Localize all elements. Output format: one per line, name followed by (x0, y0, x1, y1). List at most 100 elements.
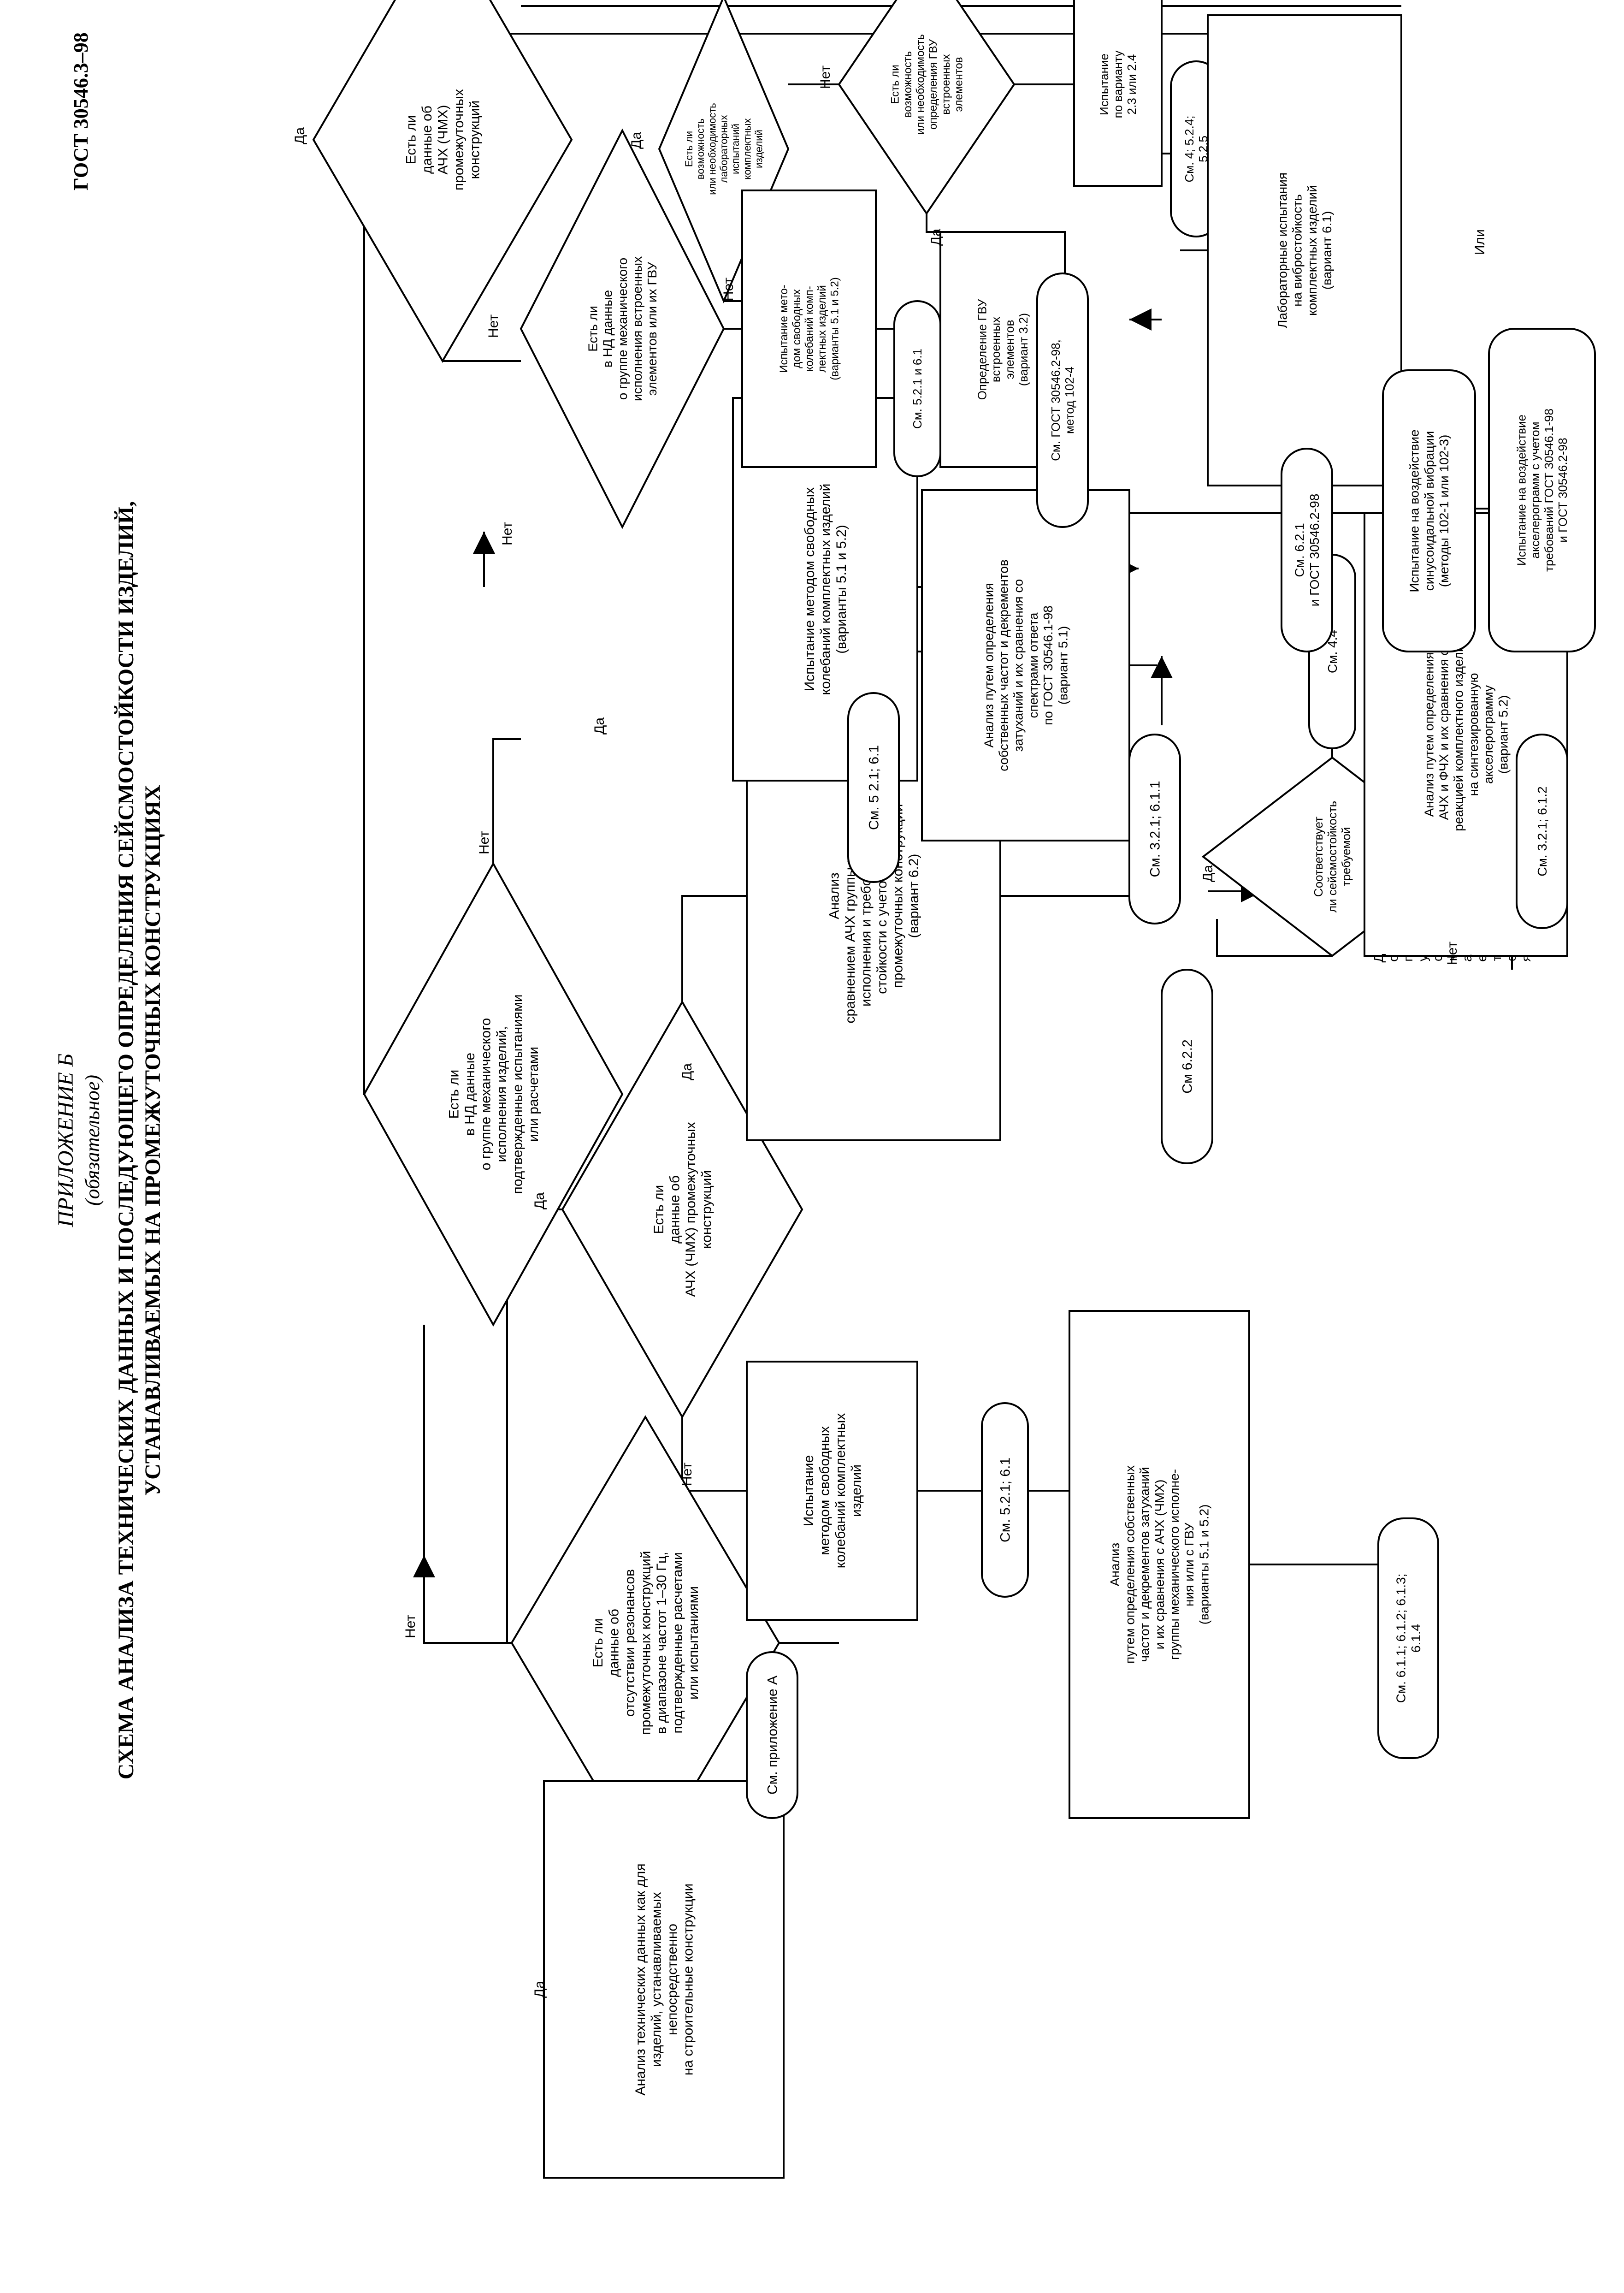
label-no: Нет (1445, 942, 1460, 965)
node-label: Есть лиданные оботсутствии резонансовпро… (591, 1551, 701, 1735)
node-o-622: См 6.2.2 (1161, 969, 1213, 1164)
node-o-321-611: См. 3.2.1; 6.1.1 (1128, 734, 1181, 924)
connector-line (681, 895, 747, 1002)
node-d-nd-group: Есть лив НД данныео группе механического… (363, 861, 624, 1327)
rounded-outline (746, 1651, 798, 1819)
label-no: Нет (486, 314, 501, 338)
node-d-resonance: Есть лиданные оботсутствии резонансовпро… (510, 1415, 780, 1871)
node-b-analysis-spectra: Анализ путем определениясобственных част… (921, 489, 1130, 841)
node-d-nd-builtin: Есть лив НД данныео группе механического… (520, 128, 725, 529)
rect-outline (741, 190, 877, 468)
connector-line (1216, 919, 1332, 957)
node-label: Есть лиданные обАЧХ (ЧМХ) промежуточныхк… (651, 1122, 715, 1297)
node-label: См. 5 2.1; 6.1 (867, 745, 882, 830)
node-o-sin: Испытание на воздействиесинусоидальной в… (1382, 369, 1476, 652)
label-no: Нет (403, 1615, 418, 1638)
rounded-outline (1128, 734, 1181, 924)
node-label: Есть ливозможностьили необходимостьлабор… (683, 103, 765, 195)
node-label: Анализ путем определенияАЧХ и ФЧХ и их с… (1422, 638, 1510, 831)
node-label: Есть лив НД данныео группе механического… (585, 256, 659, 401)
node-o-521-61-c: См. 5.2.1 и 6.1 (893, 300, 941, 477)
node-label: См. 6.2.1и ГОСТ 30546.2-98 (1293, 494, 1322, 607)
label-no: Нет (721, 278, 736, 301)
label-yes: Да (532, 1192, 547, 1209)
connector-line (423, 1325, 512, 1644)
node-label: Испытание на воздействиесинусоидальной в… (1407, 429, 1451, 592)
node-d-gvu-possible: Есть ливозможностьили необходимостьопред… (838, 0, 1016, 215)
rounded-outline (1036, 273, 1089, 528)
diamond-outline (363, 861, 624, 1327)
rounded-outline (981, 1402, 1029, 1598)
node-b-analysis-damping: Анализпутем определения собственныхчасто… (1069, 1310, 1250, 1819)
label-yes: Да (292, 127, 307, 144)
node-label: См. 5.2.1 и 6.1 (910, 349, 924, 429)
node-label: См 6.2.2 (1180, 1039, 1195, 1093)
rect-outline (543, 1780, 785, 2179)
node-o-appA: См. приложение А (746, 1651, 798, 1819)
node-label: Анализ путем определениясобственных част… (981, 559, 1070, 771)
node-label: См. 6.1.1; 6.1.2; 6.1.3;6.1.4 (1394, 1574, 1423, 1703)
node-label: Определение ГВУвстроенныхэлементов(вариа… (975, 299, 1030, 400)
connector-labels: ДаНетНетДаДаНетНетДаДаНетДаНетНетДаДаНет… (292, 65, 1533, 1998)
label-no: Нет (818, 65, 833, 89)
node-label: Испытание на воздействиеакселерограмм с … (1514, 409, 1570, 572)
node-label: Лабораторные испытанияна вибростойкостьк… (1276, 172, 1335, 328)
node-label: См. 3.2.1; 6.1.2 (1535, 786, 1549, 876)
node-label: Соответствуетли сейсмостойкостьтребуемой (1311, 801, 1353, 912)
rounded-outline (1488, 328, 1596, 652)
node-o-accel: Испытание на воздействиеакселерограмм с … (1488, 328, 1596, 652)
label-no: Нет (477, 831, 492, 854)
flowchart-nodes: Есть лиданные оботсутствии резонансовпро… (312, 0, 1596, 2179)
node-o-621-gost: См. 6.2.1и ГОСТ 30546.2-98 (1281, 448, 1333, 652)
node-label: См. 5.2.1; 6.1 (998, 1458, 1013, 1542)
rect-outline (746, 1361, 918, 1621)
diamond-outline (520, 128, 725, 529)
label-yes: Да (928, 229, 944, 246)
rounded-outline (847, 692, 900, 883)
label-yes: Да (1200, 865, 1216, 882)
label-no: Нет (500, 522, 515, 545)
node-label: См. приложение А (765, 1676, 780, 1795)
connector-line (492, 738, 521, 864)
node-d-achx: Есть лиданные обАЧХ (ЧМХ) промежуточныхк… (561, 1000, 803, 1419)
rounded-outline (1377, 1517, 1439, 1759)
rounded-outline (1516, 734, 1568, 929)
node-label: Анализпутем определения собственныхчасто… (1108, 1465, 1211, 1664)
label-yes: Да (592, 717, 607, 735)
node-b-gvu: Определение ГВУвстроенныхэлементов(вариа… (939, 231, 1066, 468)
node-b-analysis-direct: Анализ технических данных как дляизделий… (543, 1780, 785, 2179)
node-b-test-free3: Испытание мето-дом свободныхколебаний ко… (741, 190, 877, 468)
label-yes: Да (679, 1063, 695, 1080)
label-allowed: Допускается (1371, 954, 1533, 962)
node-o-521-61-a: См. 5.2.1; 6.1 (981, 1402, 1029, 1598)
node-label: См. ГОСТ 30546.2-98,метод 102-4 (1049, 339, 1076, 461)
node-label: Испытание методом свободныхколебаний ком… (802, 484, 849, 695)
diamond-outline (838, 0, 1016, 215)
node-label: См. 3.2.1; 6.1.1 (1148, 781, 1163, 877)
node-label: Есть ливозможностьили необходимостьопред… (889, 34, 965, 135)
node-label: Анализ технических данных как дляизделий… (633, 1863, 696, 2095)
diamond-outline (561, 1000, 803, 1419)
node-label: Испытание мето-дом свободныхколебаний ко… (778, 277, 841, 380)
node-o-521-61-b: См. 5 2.1; 6.1 (847, 692, 900, 883)
rounded-outline (1161, 969, 1213, 1164)
node-label: Есть лив НД данныео группе механического… (446, 994, 541, 1194)
label-or: Или (1472, 229, 1488, 255)
rect-outline (1073, 0, 1163, 187)
rect-outline (1069, 1310, 1250, 1819)
node-b-test-free2: Испытание методом свободныхколебаний ком… (732, 397, 918, 782)
rect-outline (921, 489, 1130, 841)
node-label: Испытаниеметодом свободныхколебаний комп… (801, 1413, 864, 1568)
node-b-lab-tests: Лабораторные испытанияна вибростойкостьк… (1207, 14, 1402, 486)
node-label: Испытаниепо варианту2.3 или 2.4 (1097, 51, 1139, 119)
node-label: Есть лиданные обАЧХ (ЧМХ)промежуточныхко… (404, 89, 483, 190)
diamond-outline (312, 0, 573, 363)
connector-line (926, 213, 940, 233)
label-yes: Да (629, 132, 644, 149)
node-o-gost-1024: См. ГОСТ 30546.2-98,метод 102-4 (1036, 273, 1089, 528)
rounded-outline (1281, 448, 1333, 652)
node-o-611-614: См. 6.1.1; 6.1.2; 6.1.3;6.1.4 (1377, 1517, 1439, 1759)
